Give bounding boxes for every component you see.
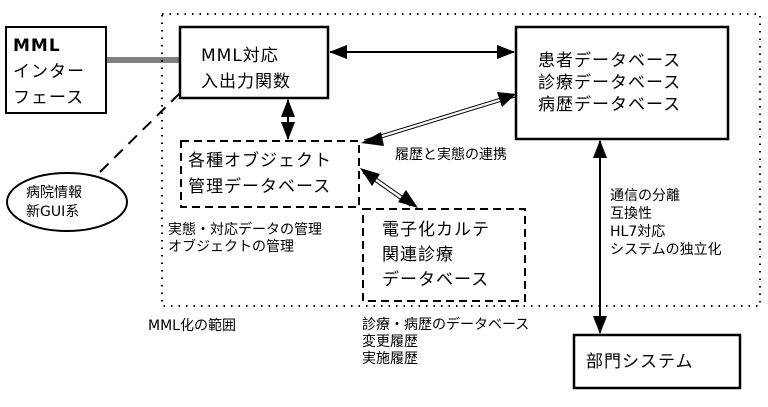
ekarte-note-line-2: 変更履歴 — [362, 334, 418, 350]
history-link-annotation: 履歴と実態の連携 — [395, 147, 507, 163]
object-mgmt-note: 実態・対応データの管理 オブジェクトの管理 — [168, 222, 322, 256]
mml-interface-label: MML インター フェース — [13, 33, 85, 111]
object-mgmt-db-label: 各種オブジェクト 管理データベース — [188, 148, 332, 200]
ekarte-db-box[interactable] — [362, 208, 526, 302]
mml-interface-line-2: インター — [13, 62, 85, 82]
ekarte-db-line-1: 電子化カルテ — [382, 220, 490, 240]
mml-io-label: MML対応 入出力関数 — [201, 43, 291, 95]
edge-objectmgmt-patientdb-head-start — [361, 132, 384, 146]
mml-interface-box[interactable] — [5, 26, 107, 114]
mml-interface-line-3: フェース — [13, 88, 85, 108]
department-note-line-4: システムの独立化 — [610, 242, 722, 258]
patient-db-line-1: 患者データベース — [538, 51, 682, 71]
edge-objectmgmt-patientdb-head-end — [497, 92, 516, 107]
mml-interface-line-1: MML — [13, 36, 61, 56]
department-system-line-1: 部門システム — [586, 352, 694, 372]
patient-db-line-2: 診療データベース — [538, 73, 682, 93]
department-system-label: 部門システム — [586, 352, 694, 372]
object-mgmt-note-line-2: オブジェクトの管理 — [168, 239, 294, 255]
ekarte-note-line-1: 診療・病歴のデータベース — [362, 317, 530, 333]
patient-db-label: 患者データベース 診療データベース 病歴データベース — [538, 50, 681, 116]
patient-db-box[interactable] — [514, 25, 730, 141]
ekarte-db-line-3: データベース — [382, 270, 490, 290]
mml-scope-region — [161, 13, 761, 307]
ekarte-note-line-3: 実施履歴 — [362, 351, 418, 367]
department-system-box[interactable] — [572, 333, 742, 390]
department-note-line-1: 通信の分離 — [610, 188, 680, 204]
object-mgmt-note-line-1: 実態・対応データの管理 — [168, 222, 322, 238]
edge-objectmgmt-ekarte-head-start — [360, 168, 380, 186]
object-mgmt-db-line-2: 管理データベース — [188, 177, 332, 197]
ekarte-db-line-2: 関連診療 — [382, 245, 454, 265]
mml-io-line-2: 入出力関数 — [201, 72, 291, 92]
patient-db-line-3: 病歴データベース — [538, 95, 682, 115]
hospital-gui-label: 病院情報 新GUI系 — [26, 184, 82, 222]
object-mgmt-db-line-1: 各種オブジェクト — [188, 151, 332, 171]
hospital-gui-line-1: 病院情報 — [26, 185, 82, 201]
ekarte-note: 診療・病歴のデータベース 変更履歴 実施履歴 — [362, 317, 529, 368]
edge-gui-io-dashed — [99, 92, 181, 173]
edge-objectmgmt-patientdb-arrow-b — [364, 96, 516, 144]
object-mgmt-db-box[interactable] — [180, 140, 360, 208]
edge-objectmgmt-ekarte-head-end — [398, 190, 418, 208]
hospital-gui-ellipse[interactable] — [6, 172, 128, 232]
department-note: 通信の分離 互換性 HL7対応 システムの独立化 — [610, 187, 722, 259]
mml-io-box[interactable] — [178, 25, 330, 100]
hospital-gui-line-2: 新GUI系 — [26, 204, 80, 220]
department-note-line-2: 互換性 — [610, 206, 652, 222]
mml-io-line-1: MML対応 — [201, 46, 279, 66]
mml-scope-label: MML化の範囲 — [148, 318, 236, 334]
department-note-line-3: HL7対応 — [610, 224, 666, 240]
ekarte-db-label: 電子化カルテ 関連診療 データベース — [382, 218, 490, 293]
edge-objectmgmt-patientdb-arrow-a — [363, 93, 515, 141]
